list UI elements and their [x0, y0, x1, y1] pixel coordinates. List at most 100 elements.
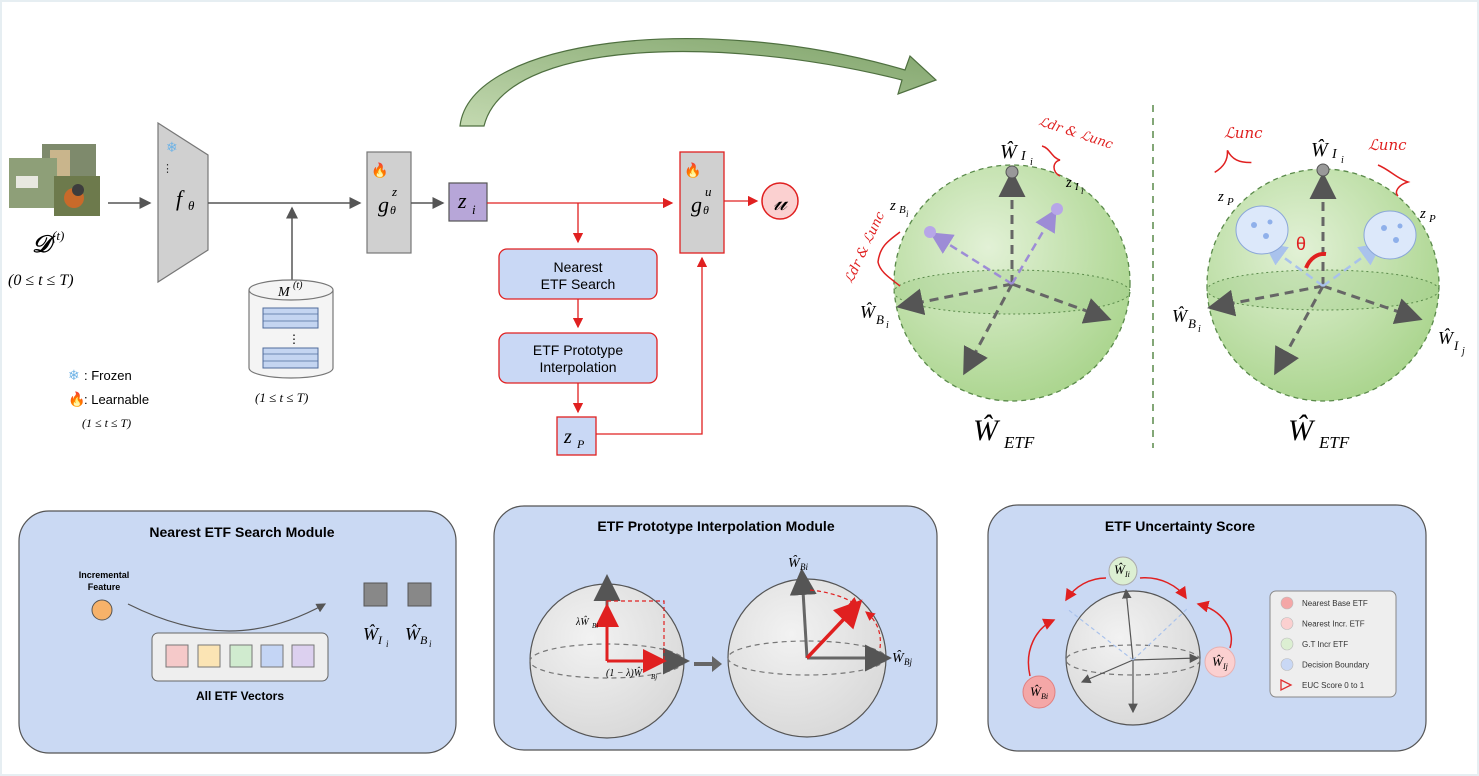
sr-theta: θ: [1296, 234, 1306, 254]
p1-out1-sub: I: [377, 633, 383, 647]
sl-caption-sub: ETF: [1003, 433, 1035, 452]
zp-sub: P: [576, 437, 585, 451]
p2-top-label: Ŵ: [788, 554, 801, 571]
legend-learnable: : Learnable: [84, 392, 149, 407]
legend-marker-3: [1280, 637, 1294, 651]
sr-caption-sub: ETF: [1318, 433, 1350, 452]
one-minus-label: (1 − λ)Ŵ: [606, 666, 644, 679]
nearest-box-line2: ETF Search: [541, 276, 616, 292]
p1-out2-subsub: i: [429, 639, 432, 649]
sr-wi-subsub: i: [1341, 155, 1344, 166]
legend-marker-5: [1280, 678, 1293, 692]
sr-zp-right-sub: P: [1428, 213, 1436, 225]
sl-wb-subsub: i: [886, 320, 889, 331]
interp-box-line2: Interpolation: [539, 359, 616, 375]
sr-wj-subsub: j: [1460, 346, 1465, 357]
sr-caption: Ŵ: [1288, 414, 1316, 447]
memory-label: M: [277, 285, 291, 300]
sr-zp-left: z: [1217, 189, 1224, 205]
etf-vector-2: [197, 644, 221, 668]
sl-zi: z: [1065, 175, 1072, 191]
sl-wb: Ŵ: [860, 301, 877, 322]
dataset-sup: (t): [52, 228, 64, 243]
interp-sphere-1: [529, 574, 690, 739]
sl-wi-subsub: i: [1030, 157, 1033, 168]
legend-learnable-icon: 🔥: [68, 391, 85, 408]
sr-wi: Ŵ: [1311, 137, 1330, 161]
frozen-icon: ❄: [166, 139, 178, 155]
dataset-images: [9, 144, 100, 216]
zi-label: z: [457, 188, 467, 213]
etf-vector-3: [229, 644, 253, 668]
memory-ellipsis: ⋮: [288, 332, 300, 346]
legend-range: (1 ≤ t ≤ T): [82, 416, 131, 430]
p3-wi: Ŵ: [1114, 562, 1126, 577]
etf-vector-4: [260, 644, 284, 668]
p2-right-sub: Bj: [904, 657, 912, 667]
backbone-label: f: [176, 186, 185, 211]
search-curve-arrow: [127, 603, 327, 632]
panel-interp-title: ETF Prototype Interpolation Module: [597, 518, 834, 534]
backbone-block: [157, 121, 209, 284]
panel-nearest-etf: [18, 510, 457, 754]
zp-label: z: [563, 426, 572, 448]
etf-vector-1: [165, 644, 189, 668]
dataset-range: (0 ≤ t ≤ T): [8, 272, 74, 289]
sl-zb-subsub: i: [906, 209, 909, 219]
uncert-sphere: [1022, 556, 1236, 726]
legend-label-2: Nearest Incr. ETF: [1302, 620, 1365, 629]
learnable-icon-gu: 🔥: [684, 162, 701, 179]
feature-label-2: Feature: [88, 582, 121, 592]
output-u: [761, 182, 799, 220]
arrow-zp-to-gu: [596, 256, 708, 435]
backbone-sub: θ: [188, 198, 195, 213]
p3-wi-sub: Ii: [1124, 570, 1130, 579]
sl-loss-top: ℒdr & ℒunc: [1037, 115, 1116, 153]
sr-zp-left-sub: P: [1226, 196, 1234, 208]
panel-nearest-title: Nearest ETF Search Module: [149, 524, 334, 540]
sl-wb-sub: B: [876, 312, 884, 327]
sphere-left: [877, 145, 1131, 402]
memory-sup: (t): [293, 280, 303, 291]
output-u-label: 𝓊: [773, 190, 789, 216]
memory-range: (1 ≤ t ≤ T): [255, 390, 308, 405]
sr-zp-right: z: [1419, 206, 1426, 222]
sr-wb-subsub: i: [1198, 324, 1201, 335]
interp-sphere-2: [727, 568, 892, 738]
sphere-right: [1206, 149, 1440, 402]
one-minus-sub: Bj: [651, 673, 657, 681]
output-wb-square: [407, 582, 432, 607]
nearest-box-line1: Nearest: [553, 259, 602, 275]
big-curved-arrow: [459, 38, 938, 127]
sl-zb: z: [889, 198, 896, 214]
uncert-legend-box: [1269, 590, 1397, 698]
sr-wb-sub: B: [1188, 316, 1196, 331]
sl-wi: Ŵ: [1000, 139, 1019, 163]
sl-wi-sub: I: [1020, 149, 1027, 164]
legend-marker-2: [1280, 617, 1294, 630]
legend-label-1: Nearest Base ETF: [1302, 599, 1368, 608]
legend-frozen: : Frozen: [84, 368, 132, 383]
p1-out1: Ŵ: [363, 623, 380, 644]
p1-out2-sub: B: [420, 633, 428, 647]
output-wi-square: [363, 582, 388, 607]
zp-block: [556, 416, 597, 456]
p2-right-label: Ŵ: [892, 649, 905, 666]
lambda-sub: Bi: [592, 622, 598, 630]
sl-zi-subsub: i: [1081, 186, 1084, 196]
gz-label: g: [378, 192, 389, 217]
sl-zi-sub: I: [1074, 181, 1080, 193]
memory-buffer: [248, 279, 334, 379]
feature-label-1: Incremental: [79, 570, 130, 580]
etf-vector-5: [291, 644, 315, 668]
p1-out1-subsub: i: [386, 639, 389, 649]
legend-label-4: Decision Boundary: [1302, 661, 1369, 670]
gu-sub: θ: [703, 203, 709, 217]
gu-label: g: [691, 192, 702, 217]
panel-uncert-title: ETF Uncertainty Score: [1105, 518, 1255, 534]
zi-sub: i: [472, 202, 476, 217]
vectors-label: All ETF Vectors: [196, 689, 284, 703]
sl-caption: Ŵ: [973, 414, 1001, 447]
sr-wj-sub: I: [1453, 338, 1459, 353]
